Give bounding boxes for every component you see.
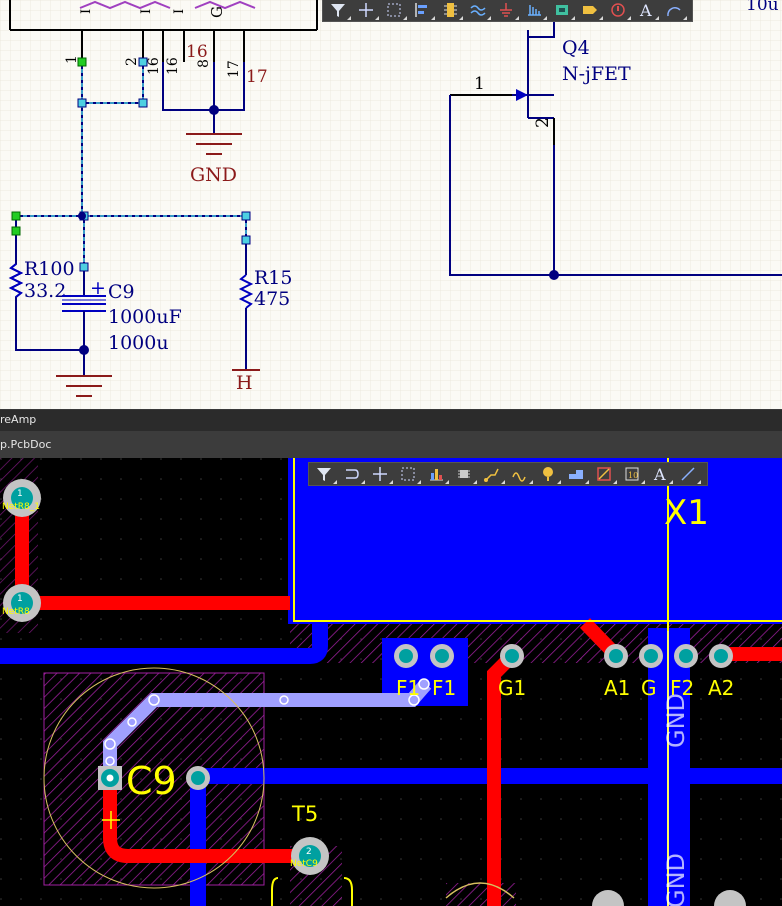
- pin-number-16: 16: [146, 57, 162, 75]
- pin-label-f1a: F1: [396, 676, 420, 700]
- pad-icon[interactable]: [537, 463, 561, 485]
- pin-number-1: 1: [64, 55, 80, 64]
- tab-pcb-document[interactable]: p.PcbDoc: [0, 438, 52, 451]
- q4-designator: Q4: [562, 37, 590, 59]
- pin-label-a2: A2: [708, 676, 734, 700]
- pad-net-r8: NetR8: [2, 607, 30, 617]
- text-icon[interactable]: A: [635, 0, 659, 21]
- line-icon[interactable]: [677, 463, 701, 485]
- gnd-net-label: GND: [662, 693, 690, 748]
- r100-designator: R100: [24, 258, 75, 280]
- select-rect-icon[interactable]: [383, 0, 407, 21]
- capacitor-c9[interactable]: [62, 280, 106, 376]
- pcb-canvas[interactable]: 1 NetR8_1 1 NetR8 2 NetC9 X1 C9 T5 F1 F1…: [0, 458, 782, 906]
- pin-label-16-red: 16: [186, 42, 208, 62]
- select-rect-icon[interactable]: [397, 463, 421, 485]
- port-icon[interactable]: [551, 0, 575, 21]
- probe-icon[interactable]: [607, 0, 631, 21]
- region-icon[interactable]: [593, 463, 617, 485]
- pin-label-f2: F2: [670, 676, 694, 700]
- project-tab-bar: reAmp: [0, 409, 782, 432]
- svg-text:10: 10: [628, 471, 638, 480]
- r15-designator: R15: [254, 267, 292, 289]
- x1-label: X1: [664, 493, 709, 533]
- c9-comment: 1000u: [108, 332, 169, 354]
- r100-value: 33.2: [24, 280, 66, 302]
- resistor-r100[interactable]: [8, 262, 84, 351]
- svg-text:I: I: [79, 9, 94, 14]
- filter-icon[interactable]: [313, 463, 337, 485]
- pin-label-g: G: [641, 676, 657, 700]
- arc-icon[interactable]: [663, 0, 687, 21]
- pin-number-16b: 16: [165, 57, 181, 75]
- pad-net-c9: NetC9: [290, 859, 318, 869]
- q4-pin2: 2: [533, 117, 553, 128]
- pin-number-8: 8: [196, 59, 212, 68]
- schematic-canvas[interactable]: I I I G 1 2 16 16 8 17 16 17: [0, 0, 782, 409]
- q4-type: N-jFET: [562, 63, 631, 85]
- pad-number-1b: 1: [17, 594, 23, 604]
- crosshair-icon[interactable]: [355, 0, 379, 21]
- filter-icon[interactable]: [327, 0, 351, 21]
- svg-text:I: I: [139, 9, 154, 14]
- t5-label: T5: [291, 802, 318, 826]
- pin-label-f1b: F1: [432, 676, 456, 700]
- pin-number-2: 2: [124, 57, 140, 66]
- bus-icon[interactable]: [523, 0, 547, 21]
- pad-number-1: 1: [17, 489, 23, 499]
- c9-silk-label: C9: [126, 759, 177, 803]
- gnd-power-port[interactable]: [186, 133, 242, 155]
- pin-number-17: 17: [226, 60, 242, 78]
- pcb-editor[interactable]: 1 NetR8_1 1 NetR8 2 NetC9 X1 C9 T5 F1 F1…: [0, 458, 782, 906]
- diff-pair-icon[interactable]: [509, 463, 533, 485]
- tab-project[interactable]: reAmp: [0, 413, 37, 426]
- schematic-active-toolbar: A: [322, 0, 693, 22]
- component-icon[interactable]: [453, 463, 477, 485]
- string-param-icon[interactable]: 10: [621, 463, 645, 485]
- ic-partial-label: G: [208, 6, 226, 18]
- polygon-icon[interactable]: [565, 463, 589, 485]
- silkscreen: [43, 458, 782, 906]
- c9-designator: C9: [108, 281, 135, 303]
- gnd-power-port-2[interactable]: [56, 375, 112, 397]
- pad-nets[interactable]: [3, 479, 746, 906]
- document-tab-bar: p.PcbDoc: [0, 431, 782, 458]
- align-icon[interactable]: [411, 0, 435, 21]
- pad-number-2: 2: [306, 847, 312, 857]
- pin-label-g1: G1: [498, 676, 526, 700]
- component-icon[interactable]: [439, 0, 463, 21]
- svg-text:A: A: [639, 1, 652, 19]
- svg-text:A: A: [653, 465, 666, 483]
- pad-net-r8-1: NetR8_1: [2, 502, 40, 512]
- net-label-icon[interactable]: [579, 0, 603, 21]
- pin-label-a1: A1: [604, 676, 630, 700]
- c9-polarity: +: [90, 277, 106, 299]
- r15-value: 475: [254, 288, 290, 310]
- top-right-value: 10u: [746, 0, 779, 15]
- gnd-label: GND: [190, 164, 237, 186]
- chart-icon[interactable]: [425, 463, 449, 485]
- power-port-icon[interactable]: [495, 0, 519, 21]
- gnd-net-label-2: GND: [662, 853, 690, 906]
- interactive-route-icon[interactable]: [481, 463, 505, 485]
- net-label-h: H: [236, 372, 253, 394]
- schematic-editor[interactable]: I I I G 1 2 16 16 8 17 16 17: [0, 0, 782, 409]
- text-icon[interactable]: A: [649, 463, 673, 485]
- wire-icon[interactable]: [467, 0, 491, 21]
- crosshair-icon[interactable]: [369, 463, 393, 485]
- resistor-r15[interactable]: [238, 265, 254, 370]
- c9-value: 1000uF: [108, 306, 182, 328]
- route-icon[interactable]: [341, 463, 365, 485]
- pin-label-17-red: 17: [246, 67, 268, 87]
- q4-pin1: 1: [474, 74, 485, 94]
- svg-text:I: I: [172, 9, 187, 14]
- pcb-active-toolbar: 10 A: [308, 462, 708, 486]
